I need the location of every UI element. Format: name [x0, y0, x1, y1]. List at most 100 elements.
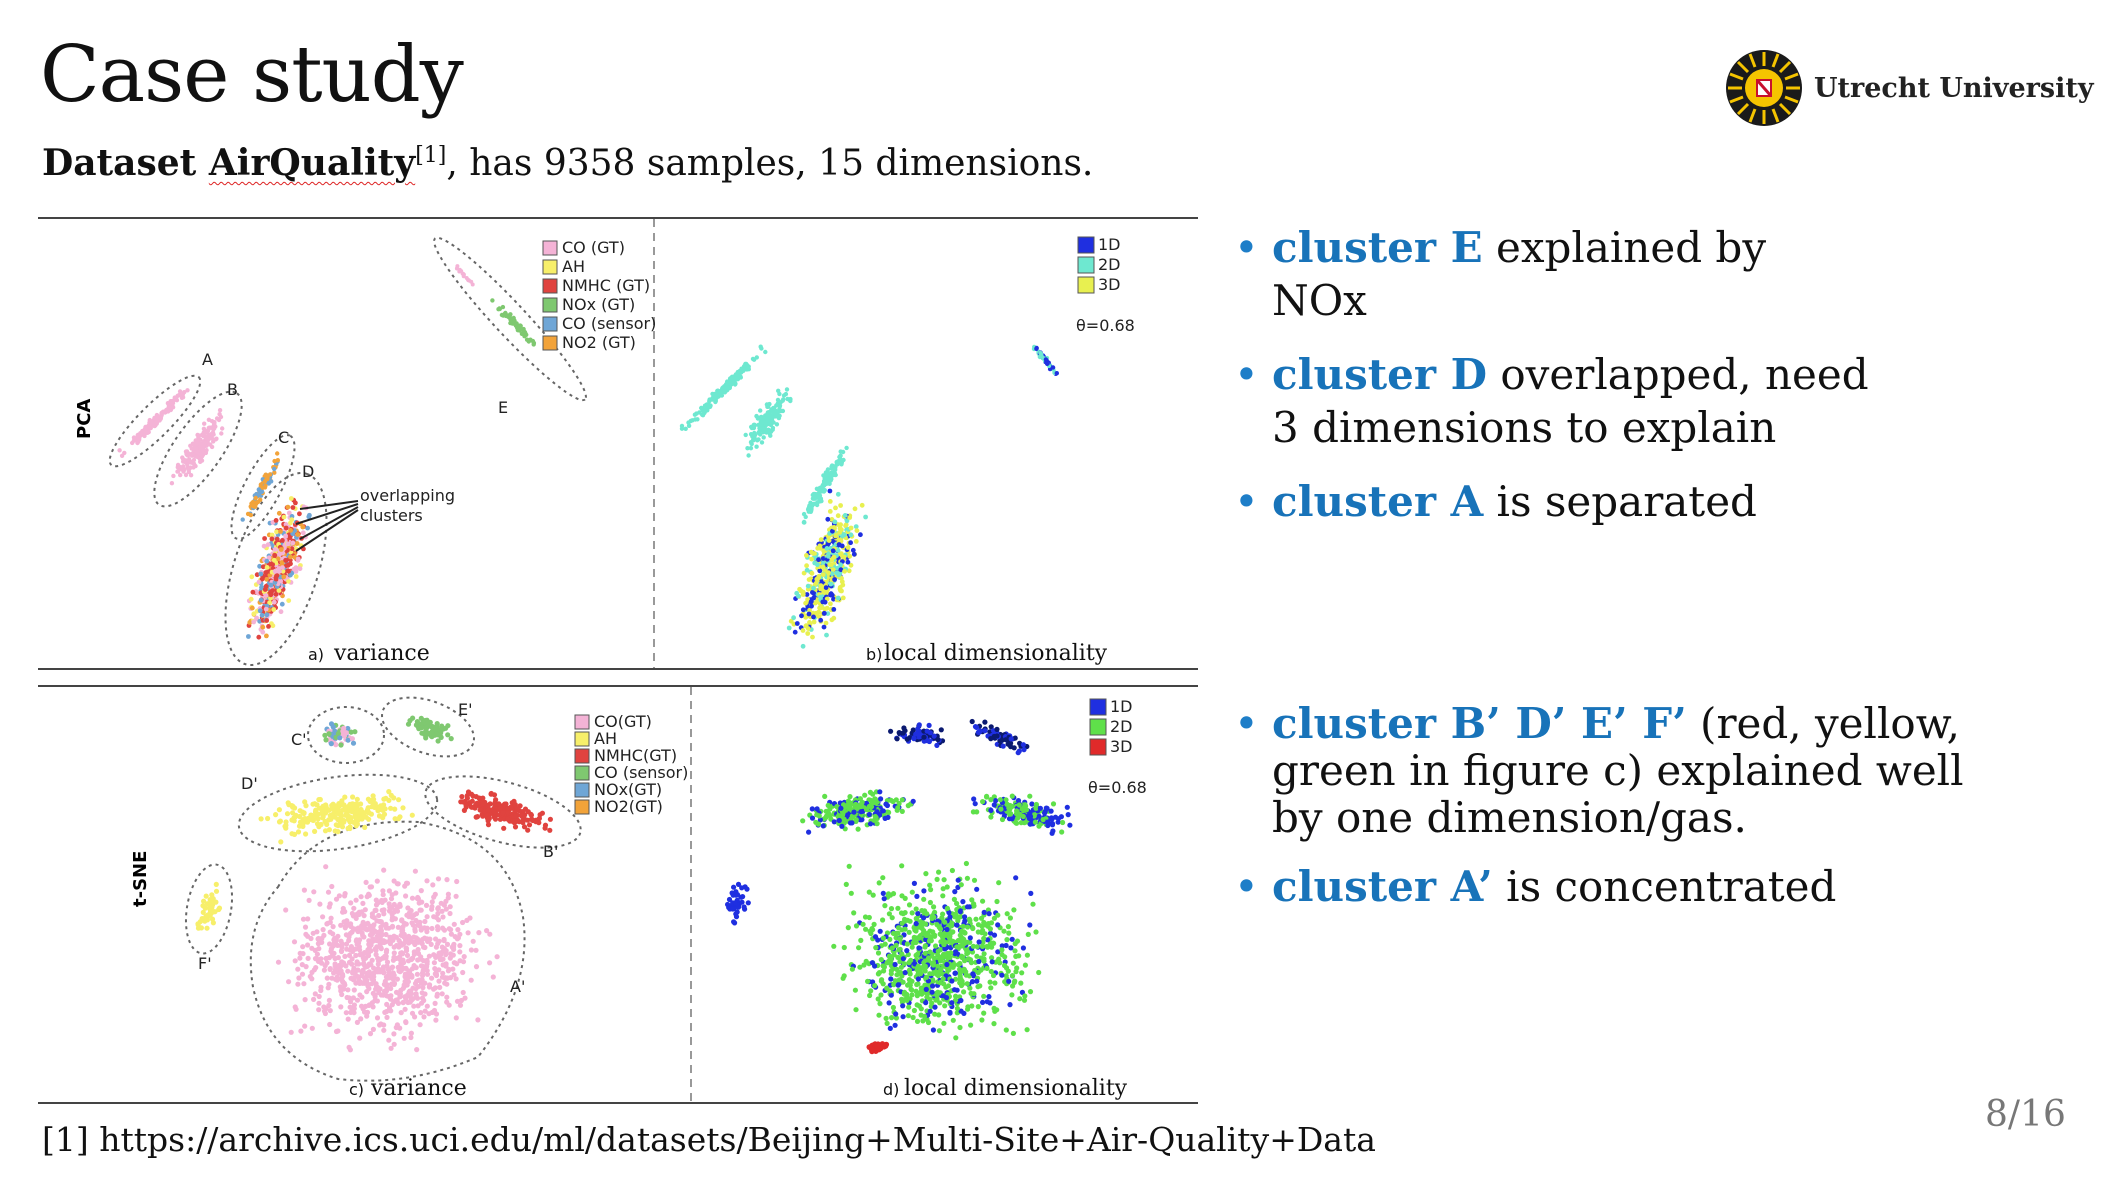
scatter-point	[827, 509, 833, 514]
scatter-point	[906, 929, 912, 935]
scatter-point	[263, 606, 269, 612]
scatter-point	[796, 593, 801, 599]
scatter-point	[1038, 350, 1043, 356]
scatter-point	[445, 732, 451, 738]
scatter-point	[405, 979, 411, 985]
scatter-point	[345, 968, 351, 974]
scatter-point	[898, 970, 904, 976]
scatter-point	[953, 993, 959, 999]
scatter-point	[502, 311, 508, 316]
scatter-point	[980, 939, 986, 946]
scatter-point	[317, 901, 323, 907]
scatter-point	[149, 420, 154, 425]
scatter-point	[726, 896, 733, 903]
scatter-point	[525, 827, 531, 833]
scatter-point	[487, 960, 493, 966]
scatter-point	[411, 951, 417, 957]
scatter-point	[851, 809, 857, 815]
scatter-point	[439, 991, 445, 997]
scatter-point	[374, 944, 380, 950]
scatter-point	[853, 923, 860, 929]
scatter-point	[457, 267, 462, 272]
scatter-point	[752, 430, 757, 436]
scatter-point	[820, 556, 826, 561]
scatter-point	[213, 881, 219, 887]
scatter-point	[791, 615, 796, 621]
scatter-point	[323, 802, 329, 808]
scatter-point	[938, 932, 945, 938]
scatter-point	[839, 823, 845, 829]
scatter-point	[300, 530, 306, 536]
scatter-point	[952, 889, 958, 895]
scatter-point	[989, 959, 995, 965]
scatter-point	[875, 996, 881, 1002]
scatter-point	[831, 819, 837, 825]
caption-b-letter: b)	[866, 645, 882, 664]
scatter-point	[371, 922, 377, 928]
scatter-point	[838, 522, 843, 528]
scatter-point	[409, 812, 415, 818]
scatter-point	[466, 277, 470, 282]
scatter-point	[811, 614, 816, 620]
scatter-point	[353, 897, 359, 903]
scatter-point	[831, 607, 837, 612]
scatter-point	[785, 396, 790, 402]
scatter-point	[800, 607, 806, 613]
scatter-point	[942, 919, 948, 925]
scatter-point	[827, 562, 833, 567]
scatter-point	[981, 919, 987, 926]
scatter-point	[679, 426, 685, 431]
scatter-point	[262, 587, 268, 592]
scatter-point	[353, 915, 359, 921]
scatter-point	[888, 992, 894, 998]
scatter-point	[178, 465, 183, 470]
scatter-point	[342, 794, 348, 800]
scatter-point	[284, 563, 289, 568]
scatter-point	[804, 563, 809, 569]
scatter-point	[955, 877, 961, 883]
scatter-point	[271, 557, 277, 563]
scatter-point	[848, 525, 854, 531]
scatter-point	[312, 991, 318, 997]
scatter-point	[259, 612, 265, 618]
scatter-point	[285, 541, 291, 547]
scatter-point	[424, 878, 430, 884]
scatter-point	[217, 408, 223, 413]
scatter-point	[946, 909, 952, 916]
scatter-point	[460, 989, 466, 996]
scatter-point	[739, 885, 745, 891]
scatter-point	[761, 435, 766, 440]
scatter-point	[934, 742, 940, 748]
scatter-point	[921, 915, 927, 921]
scatter-point	[834, 459, 839, 465]
scatter-point	[892, 1022, 898, 1028]
scatter-point	[883, 1015, 889, 1021]
pca-figure-canvas: PCA overlapping clusters A B C D E	[74, 219, 1135, 668]
scatter-point	[831, 554, 837, 560]
scatter-point	[305, 942, 311, 948]
scatter-point	[863, 958, 869, 964]
scatter-point	[366, 892, 372, 898]
scatter-point	[351, 1006, 357, 1012]
scatter-point	[958, 882, 964, 888]
scatter-point	[394, 942, 400, 949]
scatter-point	[906, 967, 913, 973]
scatter-point	[302, 1023, 308, 1029]
scatter-point	[896, 730, 902, 736]
scatter-point	[999, 972, 1005, 978]
scatter-point	[885, 814, 891, 820]
caption-b: local dimensionality	[884, 641, 1108, 666]
scatter-point	[986, 994, 992, 1000]
scatter-point	[364, 963, 371, 969]
scatter-point	[350, 926, 357, 932]
scatter-point	[328, 741, 334, 747]
scatter-point	[326, 997, 332, 1003]
scatter-point	[393, 890, 399, 896]
scatter-point	[888, 971, 894, 977]
scatter-point	[524, 337, 530, 342]
scatter-point	[401, 1035, 407, 1041]
scatter-point	[942, 1003, 948, 1009]
scatter-point	[976, 958, 982, 965]
scatter-point	[520, 815, 527, 821]
scatter-point	[837, 525, 843, 531]
